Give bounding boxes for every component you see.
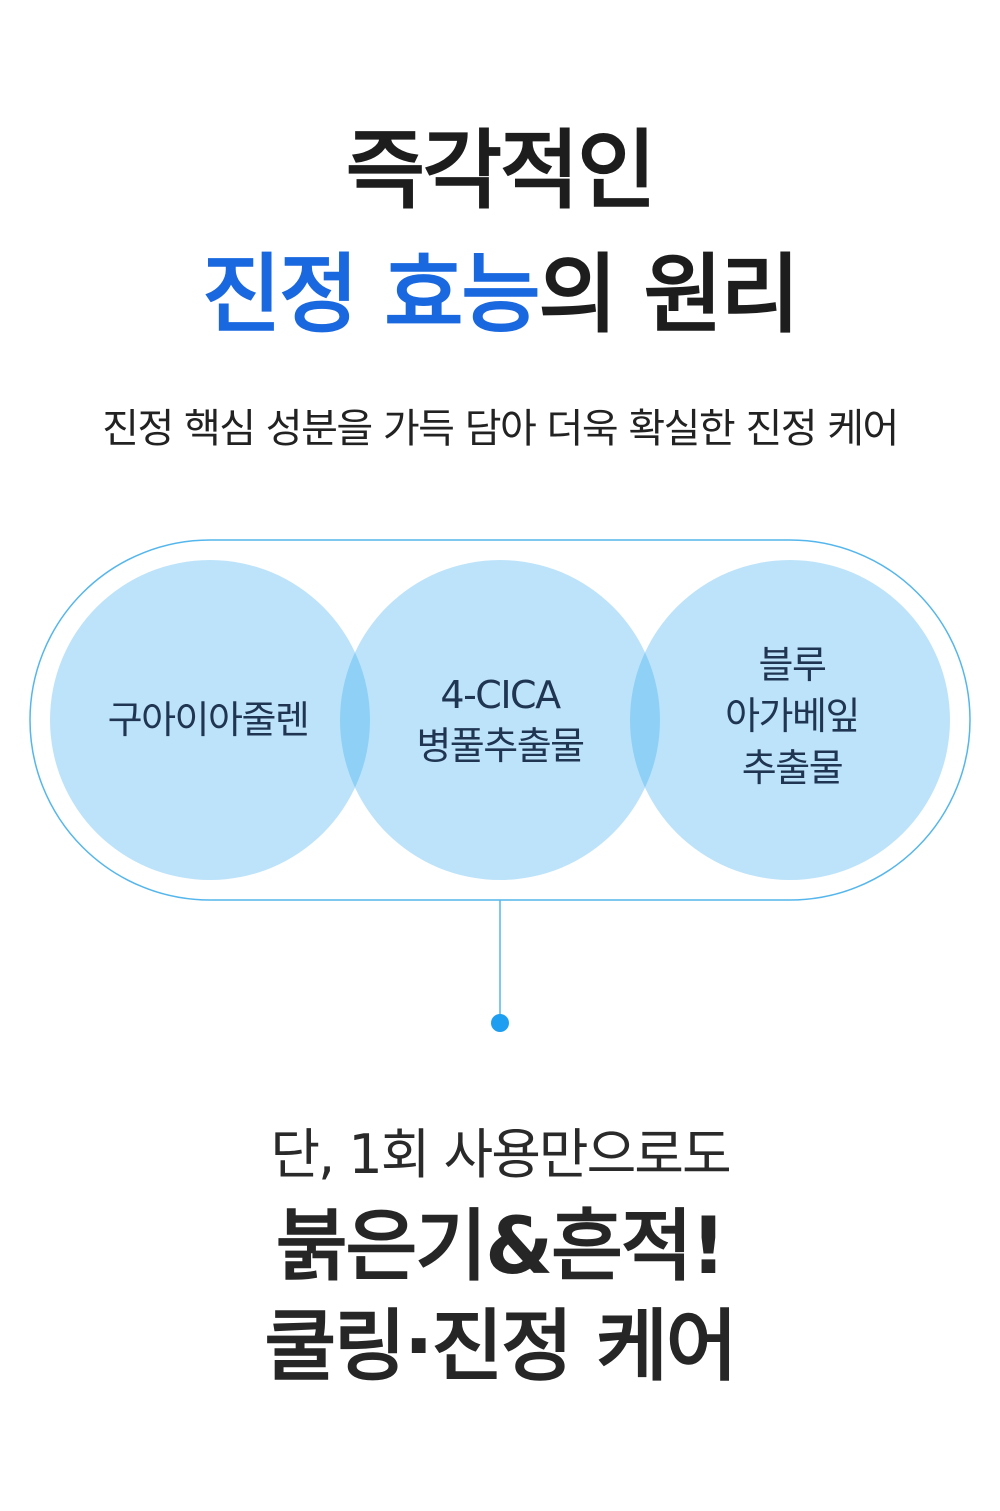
connector-dot xyxy=(491,1014,509,1032)
headline-accent-text: 진정 효능 xyxy=(202,245,540,345)
ingredient-circle-3 xyxy=(630,560,950,880)
ingredient-3-line-1: 블루 xyxy=(758,643,827,687)
headline-line-1-text: 즉각적인 xyxy=(345,121,656,221)
ingredient-label-3: 블루 아가베잎 추출물 xyxy=(642,640,942,794)
ingredient-2-line-2: 병풀추출물 xyxy=(416,724,585,769)
headline-rest-text: 의 원리 xyxy=(538,245,800,345)
ingredient-label-1: 구아이아줄렌 xyxy=(58,695,358,746)
ingredient-1-line-1: 구아이아줄렌 xyxy=(107,698,310,742)
ingredient-circle-1 xyxy=(50,560,370,880)
ingredient-3-line-3: 추출물 xyxy=(741,745,844,790)
result-headline-line-2: 쿨링·진정 케어 xyxy=(264,1302,737,1392)
result-headline-line-1: 붉은기&흔적! xyxy=(275,1202,726,1292)
result-intro: 단, 1회 사용만으로도 xyxy=(270,1123,731,1186)
ingredient-diagram-graphic xyxy=(29,539,971,1032)
headline-line-2: 진정 효능의 원리 xyxy=(0,252,1000,338)
ingredient-2-line-1: 4-CICA xyxy=(440,673,561,717)
subtitle: 진정 핵심 성분을 가득 담아 더욱 확실한 진정 케어 xyxy=(102,406,899,452)
ingredient-label-2: 4-CICA 병풀추출물 xyxy=(350,670,650,773)
ingredient-3-line-2: 아가베잎 xyxy=(725,694,860,739)
headline-line-1: 즉각적인 xyxy=(0,128,1000,214)
ingredient-diagram: 구아이아줄렌 4-CICA 병풀추출물 블루 아가베잎 추출물 xyxy=(0,520,1000,1040)
ingredient-circle-2 xyxy=(340,560,660,880)
